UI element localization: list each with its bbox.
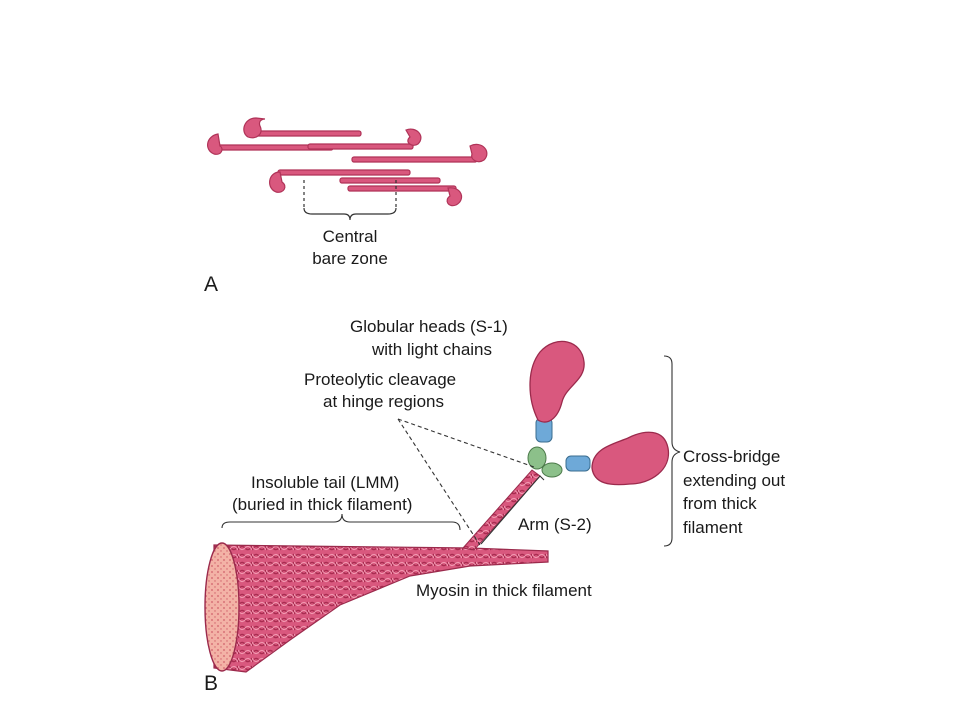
panel-b-letter: B [204,672,218,695]
myosin-head [446,187,463,207]
globular-heads-label-line1: Globular heads (S-1) [350,317,508,336]
crossbridge-label-line3: from thick [683,494,757,513]
globular-head-right [591,431,670,486]
myosin-head [243,117,266,139]
cleavage-label-line1: Proteolytic cleavage [304,370,456,389]
light-chain-green-lower [527,446,547,470]
myosin-rod [351,156,478,163]
myosin-rod [339,177,441,184]
central-bare-zone-label-line1: Central [323,227,378,246]
globular-heads-label-line2: with light chains [371,340,492,359]
globular-head-upper [529,340,585,423]
myosin-rod [277,169,411,176]
panel-a-letter: A [204,273,218,296]
crossbridge-label-line1: Cross-bridge [683,447,780,466]
myosin-head [269,171,286,193]
central-bare-zone-label-line2: bare zone [312,249,388,268]
tail-label-line2: (buried in thick filament) [232,495,412,514]
myosin-label: Myosin in thick filament [416,581,592,600]
bare-zone-bracket [303,180,397,221]
arm-label: Arm (S-2) [518,515,592,534]
thick-filament-body [213,544,549,673]
myosin-rod [246,130,362,137]
arm-s2 [462,469,541,551]
crossbridge-label-line4: filament [683,518,743,537]
myosin-rod [307,143,414,150]
leader-lines [221,355,681,547]
myosin-head [469,143,488,163]
cleavage-label-line2: at hinge regions [323,392,444,411]
arm-bracket [480,475,545,545]
crossbridge-label-line2: extending out [683,471,785,490]
light-chain-green-right [541,462,563,478]
thick-filament-end-face [204,542,240,672]
tail-brace [221,513,461,531]
myosin-head [207,133,223,155]
myosin-head [405,128,422,146]
light-chain-blue-right [565,455,591,472]
light-chains [527,417,591,478]
tail-label-line1: Insoluble tail (LMM) [251,473,399,492]
panel-a-filaments [207,117,488,207]
crossbridge-brace [663,355,681,547]
thick-filament [204,542,549,673]
myosin-rod [347,185,457,192]
